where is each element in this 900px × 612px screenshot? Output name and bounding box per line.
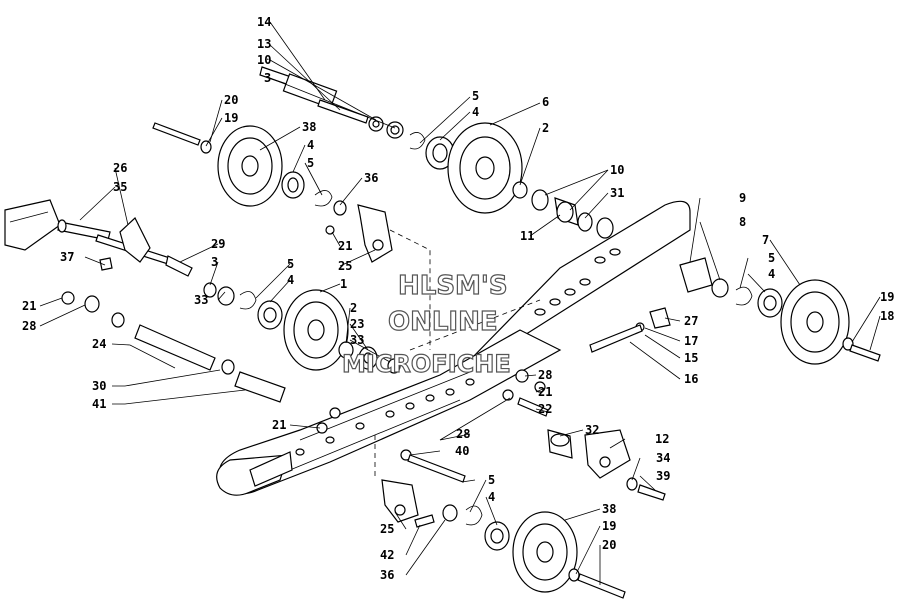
callout-5-c: 5 bbox=[287, 257, 294, 271]
callout-33-b: 33 bbox=[350, 333, 364, 347]
callout-16: 16 bbox=[684, 372, 698, 386]
callout-18: 18 bbox=[880, 309, 894, 323]
callout-21: 21 bbox=[338, 239, 352, 253]
rear-right-wheel-7 bbox=[679, 257, 881, 365]
callout-28: 28 bbox=[22, 319, 36, 333]
spacers-10-11 bbox=[512, 181, 614, 239]
callout-25-b: 25 bbox=[380, 522, 394, 536]
upper-wheel-6 bbox=[447, 122, 523, 214]
callout-42: 42 bbox=[380, 548, 394, 562]
callout-10: 10 bbox=[257, 53, 271, 67]
callout-28-c: 28 bbox=[456, 427, 470, 441]
callout-40: 40 bbox=[455, 444, 469, 458]
callout-39: 39 bbox=[656, 469, 670, 483]
callout-34: 34 bbox=[656, 451, 670, 465]
callout-5-d: 5 bbox=[768, 251, 775, 265]
callout-32: 32 bbox=[585, 423, 599, 437]
callout-35: 35 bbox=[113, 180, 127, 194]
callout-23: 23 bbox=[350, 317, 364, 331]
callout-2-b: 2 bbox=[350, 301, 357, 315]
callout-28-b: 28 bbox=[538, 368, 552, 382]
rail-holes bbox=[295, 248, 621, 456]
callout-36-b: 36 bbox=[380, 568, 394, 582]
upper-shaft-assembly bbox=[259, 66, 455, 170]
callout-4-b: 4 bbox=[307, 138, 314, 152]
callout-4: 4 bbox=[472, 105, 479, 119]
callout-1: 1 bbox=[340, 277, 347, 291]
callout-36: 36 bbox=[364, 171, 378, 185]
callout-labels: 14 13 10 3 5 4 6 2 10 31 11 20 19 38 4 5… bbox=[22, 15, 894, 582]
callout-31: 31 bbox=[610, 186, 624, 200]
callout-29: 29 bbox=[211, 237, 225, 251]
callout-3: 3 bbox=[264, 71, 271, 85]
callout-3-b: 3 bbox=[211, 255, 218, 269]
callout-27: 27 bbox=[684, 314, 698, 328]
callout-5-e: 5 bbox=[488, 473, 495, 487]
callout-33: 33 bbox=[194, 293, 208, 307]
callout-5: 5 bbox=[472, 89, 479, 103]
callout-22: 22 bbox=[538, 402, 552, 416]
rear-mid-bolts bbox=[589, 307, 671, 353]
callout-11: 11 bbox=[520, 229, 534, 243]
callout-14: 14 bbox=[257, 15, 271, 29]
left-upper-wheel-38 bbox=[152, 122, 347, 216]
slide-rail bbox=[4, 199, 691, 496]
watermark-line-3: MICROFICHE bbox=[342, 350, 511, 378]
callout-19-b: 19 bbox=[880, 290, 894, 304]
leader-lines bbox=[39, 21, 881, 585]
callout-4-d: 4 bbox=[768, 267, 775, 281]
callout-13: 13 bbox=[257, 37, 271, 51]
callout-4-c: 4 bbox=[287, 273, 294, 287]
assembly-lines bbox=[374, 229, 541, 480]
rear-left-tubes bbox=[61, 291, 341, 434]
callout-30: 30 bbox=[92, 379, 106, 393]
watermark-line-1: HLSM'S bbox=[398, 271, 508, 301]
callout-20-b: 20 bbox=[602, 538, 616, 552]
callout-5-b: 5 bbox=[307, 156, 314, 170]
callout-6: 6 bbox=[542, 95, 549, 109]
callout-15: 15 bbox=[684, 351, 698, 365]
watermark-line-2: ONLINE bbox=[388, 307, 498, 337]
left-mid-parts bbox=[203, 282, 401, 374]
lower-wheel-38 bbox=[381, 479, 626, 599]
lower-bracket-parts bbox=[400, 369, 666, 501]
callout-20: 20 bbox=[224, 93, 238, 107]
callout-12: 12 bbox=[655, 432, 669, 446]
callout-4-e: 4 bbox=[488, 490, 495, 504]
callout-25: 25 bbox=[338, 259, 352, 273]
callout-38-b: 38 bbox=[602, 502, 616, 516]
watermark: HLSM'S ONLINE MICROFICHE bbox=[341, 270, 511, 378]
callout-24: 24 bbox=[92, 337, 106, 351]
callout-26: 26 bbox=[113, 161, 127, 175]
callout-21-c: 21 bbox=[272, 418, 286, 432]
callout-37: 37 bbox=[60, 250, 74, 264]
callout-10-b: 10 bbox=[610, 163, 624, 177]
callout-9: 9 bbox=[739, 191, 746, 205]
callout-19: 19 bbox=[224, 111, 238, 125]
callout-19-c: 19 bbox=[602, 519, 616, 533]
callout-17: 17 bbox=[684, 334, 698, 348]
callout-7: 7 bbox=[762, 233, 769, 247]
callout-38: 38 bbox=[302, 120, 316, 134]
callout-21-d: 21 bbox=[538, 385, 552, 399]
pivot-arm-26 bbox=[57, 217, 193, 277]
callout-8: 8 bbox=[739, 215, 746, 229]
bracket-25-upper bbox=[325, 204, 393, 263]
callout-2: 2 bbox=[542, 121, 549, 135]
callout-21-b: 21 bbox=[22, 299, 36, 313]
callout-41: 41 bbox=[92, 397, 106, 411]
